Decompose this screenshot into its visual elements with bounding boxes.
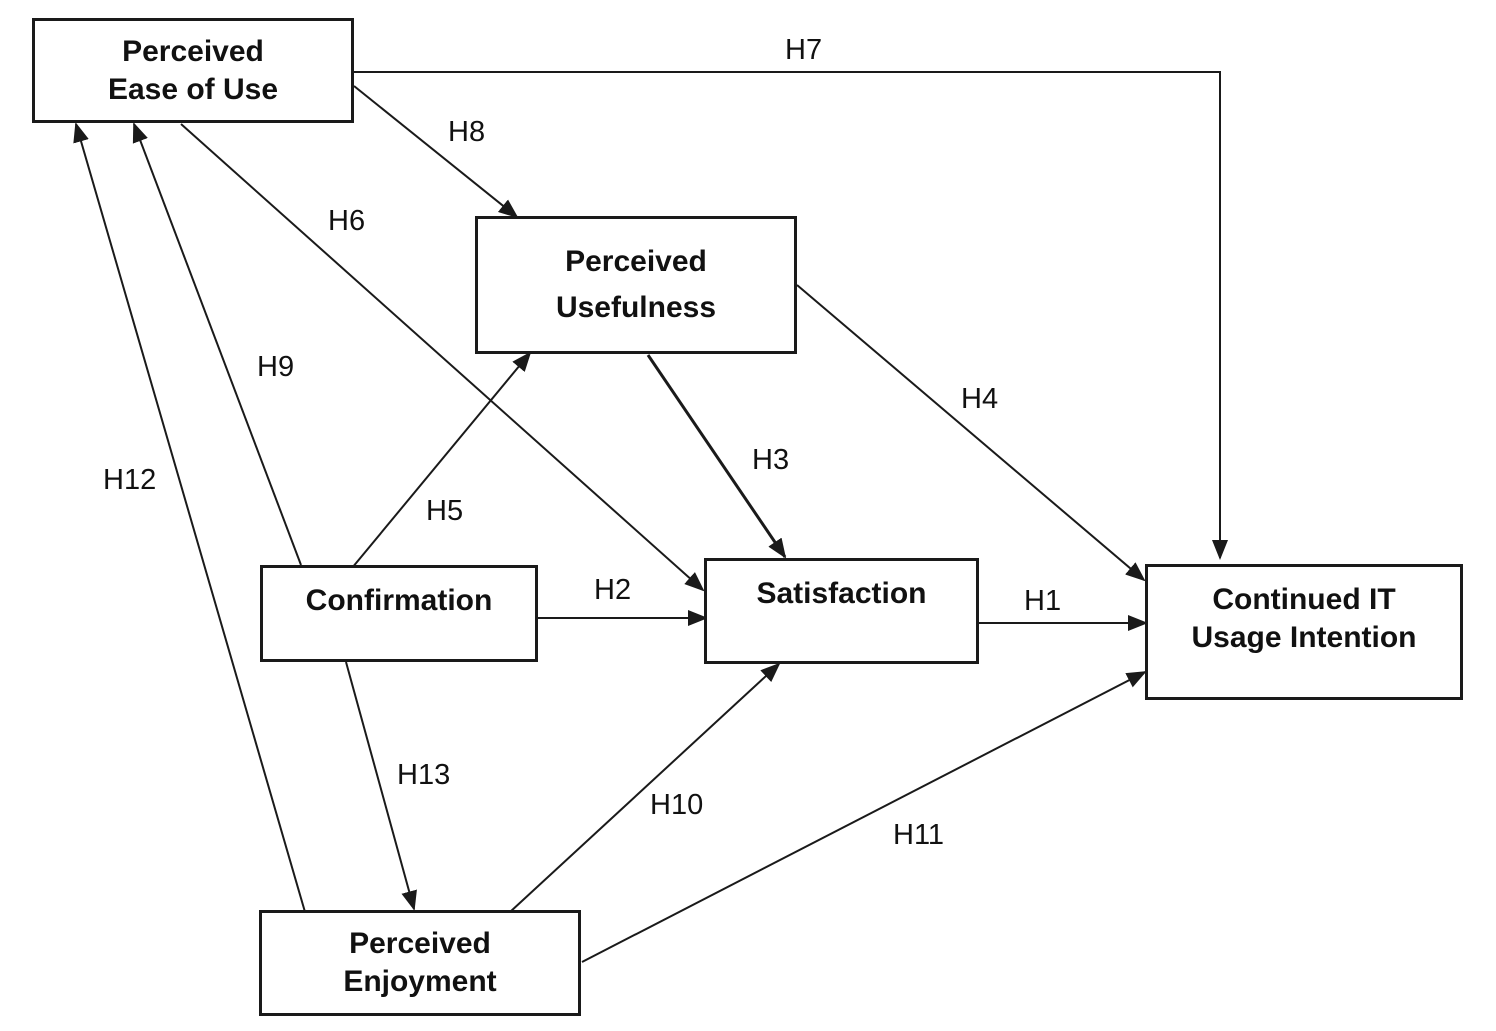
node-satisfaction: Satisfaction	[704, 558, 979, 664]
node-confirmation-label: Confirmation	[305, 584, 493, 617]
node-continued-line2: Usage Intention	[1191, 621, 1417, 654]
node-perceived-ease-of-use-line1: Perceived	[122, 34, 264, 68]
label-h5: H5	[426, 495, 464, 527]
label-h7: H7	[785, 34, 823, 66]
label-h6: H6	[328, 205, 366, 237]
edge-h4-arrow	[796, 284, 1146, 582]
node-perceived-usefulness: Perceived Usefulness	[475, 216, 797, 354]
node-perceived-ease-of-use-line2: Ease of Use	[107, 72, 279, 106]
edge-h8-arrow	[353, 85, 519, 219]
label-h9: H9	[257, 351, 295, 383]
node-perceived-enjoyment-line1: Perceived	[349, 927, 491, 960]
label-h11: H11	[893, 819, 945, 851]
edge-h11-arrow	[581, 671, 1147, 963]
node-perceived-usefulness-line2: Usefulness	[555, 291, 717, 324]
edge-h5-arrow	[351, 351, 532, 569]
edge-h7-arrow	[350, 71, 1228, 560]
node-confirmation: Confirmation	[260, 565, 538, 662]
label-h8: H8	[448, 116, 486, 148]
label-h3: H3	[752, 444, 790, 476]
edge-h12-arrow	[73, 122, 306, 913]
node-perceived-enjoyment: Perceived Enjoyment	[259, 910, 581, 1016]
label-h2: H2	[594, 574, 632, 606]
node-perceived-enjoyment-line2: Enjoyment	[343, 965, 497, 998]
edge-h10-arrow	[509, 662, 781, 913]
edge-h13-arrow	[345, 661, 417, 911]
label-h13: H13	[397, 759, 451, 791]
label-h4: H4	[961, 383, 999, 415]
edge-h6-arrow	[180, 123, 705, 592]
node-continued-it-usage-intention: Continued IT Usage Intention	[1145, 564, 1463, 700]
edge-h9-arrow	[132, 122, 302, 566]
edge-h3-arrow	[646, 354, 787, 559]
node-continued-line1: Continued IT	[1212, 583, 1396, 616]
label-h12: H12	[103, 464, 157, 496]
node-perceived-ease-of-use: Perceived Ease of Use	[32, 18, 354, 123]
label-h1: H1	[1024, 585, 1062, 617]
label-h10: H10	[650, 789, 704, 821]
node-satisfaction-label: Satisfaction	[756, 577, 927, 610]
node-perceived-usefulness-line1: Perceived	[565, 245, 707, 278]
